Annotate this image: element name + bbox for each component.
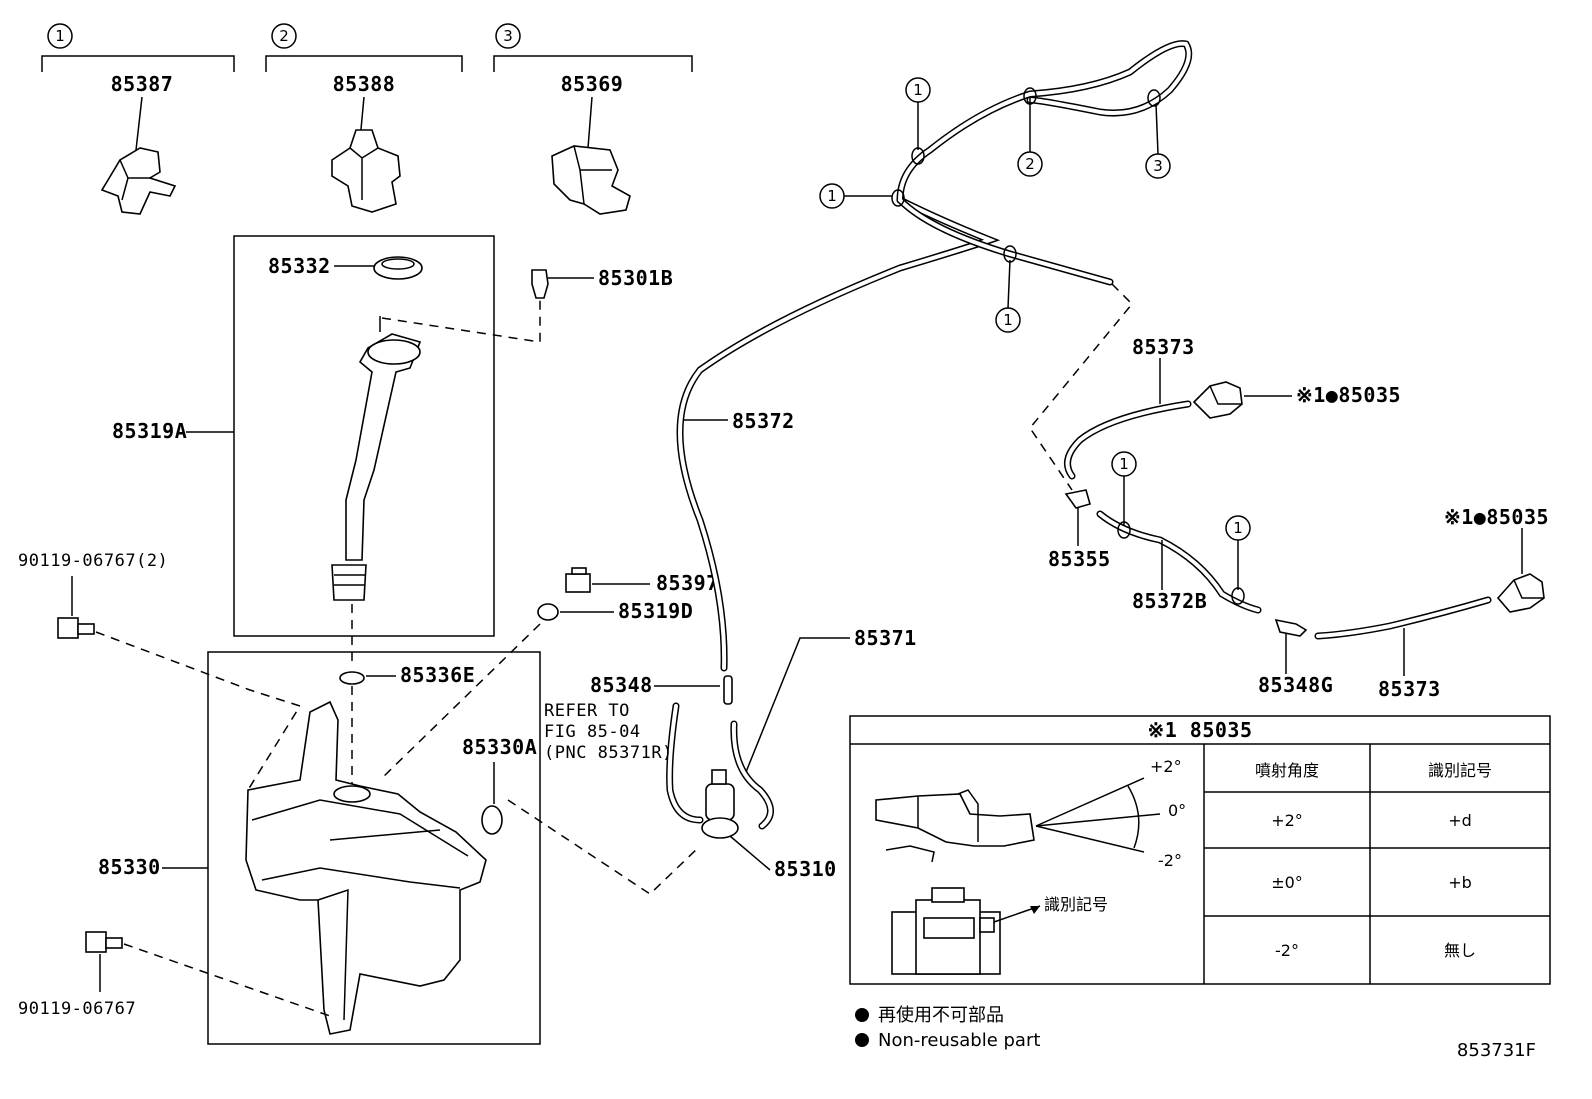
hose-85371 — [666, 702, 774, 830]
clip-marker-1: 1 — [913, 81, 923, 99]
label-85310: 85310 — [774, 857, 837, 881]
filler-cap-icon — [373, 256, 423, 280]
variant-1-num: 1 — [55, 27, 65, 45]
joint-85355-icon — [1064, 489, 1091, 509]
variant-3-part: 85369 — [561, 72, 624, 96]
variant-3: 3 85369 — [493, 23, 693, 215]
row-1-angle: +2° — [1271, 811, 1303, 830]
joint-85348-icon — [723, 675, 733, 705]
level-sensor-85397-icon — [565, 567, 591, 593]
angle-zero: 0° — [1168, 801, 1186, 820]
refer-line-1: REFER TO — [544, 701, 630, 721]
label-85348G: 85348G — [1258, 673, 1333, 697]
washer-pump-85310-icon — [701, 769, 739, 839]
detail-table-title: ※1 85035 — [1147, 718, 1252, 742]
row-3-mark: 無し — [1444, 941, 1476, 960]
label-85373-upper: 85373 — [1132, 335, 1195, 359]
clip-85301B-icon — [531, 269, 549, 299]
label-90119-06767: 90119-06767 — [18, 999, 136, 1019]
legend-dot-jp — [855, 1008, 869, 1022]
nozzle-detail-icon — [875, 793, 1035, 847]
variant-3-num: 3 — [503, 27, 513, 45]
hose-85373-lower — [1314, 596, 1492, 640]
grommet-85336E-icon — [339, 671, 365, 685]
clip-85387-icon — [100, 147, 177, 215]
joint-85348G-icon — [1274, 618, 1308, 637]
label-85373-lower: 85373 — [1378, 677, 1441, 701]
refer-line-3: (PNC 85371R) — [544, 743, 673, 763]
hose-85372B — [1096, 510, 1262, 614]
nozzle-detail-table: ※1 85035 噴射角度 識別記号 +2° +d ±0° +b -2° 無し … — [849, 715, 1551, 985]
label-85301B: 85301B — [598, 266, 673, 290]
id-mark-label: 識別記号 — [1044, 895, 1108, 914]
clip-marker-3: 2 — [1025, 155, 1035, 173]
figure-id: 853731F — [1457, 1040, 1536, 1061]
variant-1-part: 85387 — [111, 72, 174, 96]
variant-2: 2 85388 — [265, 23, 463, 213]
row-2-mark: +b — [1448, 873, 1472, 892]
variant-2-num: 2 — [279, 27, 289, 45]
legend-jp: 再使用不可部品 — [878, 1005, 1004, 1026]
bolt-lower-icon — [85, 931, 123, 953]
label-85371: 85371 — [854, 626, 917, 650]
clip-marker-2: 1 — [827, 187, 837, 205]
angle-plus2: +2° — [1150, 757, 1182, 776]
label-85319D: 85319D — [618, 599, 693, 623]
label-85332: 85332 — [268, 254, 331, 278]
label-85397: 85397 — [656, 571, 719, 595]
grommet-85330A-icon — [481, 805, 503, 835]
clip-85369-icon — [551, 145, 631, 215]
legend-dot-en — [855, 1033, 869, 1047]
row-1-mark: +d — [1448, 811, 1472, 830]
label-85319A: 85319A — [112, 419, 187, 443]
variant-2-part: 85388 — [333, 72, 396, 96]
hose-85373-upper — [1064, 400, 1192, 480]
label-85372B: 85372B — [1132, 589, 1207, 613]
nozzle-85035-lower-icon — [1496, 573, 1545, 613]
clip-marker-6: 1 — [1119, 455, 1129, 473]
washer-tank-icon — [245, 700, 487, 1035]
row-2-angle: ±0° — [1271, 873, 1303, 892]
nozzle-base-icon — [891, 887, 1001, 975]
bolt-upper-icon — [57, 617, 95, 639]
label-85035-upper: ※1●85035 — [1296, 383, 1401, 407]
grommet-85319D-icon — [537, 603, 559, 621]
col-header-angle: 噴射角度 — [1255, 761, 1319, 780]
nozzle-85035-upper-icon — [1192, 381, 1243, 419]
variant-1: 1 85387 — [41, 23, 235, 215]
refer-line-2: FIG 85-04 — [544, 722, 641, 742]
clip-marker-7: 1 — [1233, 519, 1243, 537]
filler-box — [233, 235, 495, 637]
label-85348: 85348 — [590, 673, 653, 697]
hose-upper-loop — [896, 40, 1193, 286]
clip-85388-icon — [331, 129, 401, 213]
label-85336E: 85336E — [400, 663, 475, 687]
label-85372: 85372 — [732, 409, 795, 433]
clip-marker-4: 3 — [1153, 157, 1163, 175]
clip-marker-5: 1 — [1003, 311, 1013, 329]
tank-box — [207, 651, 541, 1045]
label-85355: 85355 — [1048, 547, 1111, 571]
label-85035-lower: ※1●85035 — [1444, 505, 1549, 529]
hose-85372 — [676, 196, 1001, 672]
label-85330: 85330 — [98, 855, 161, 879]
angle-minus2: -2° — [1158, 851, 1182, 870]
label-85330A: 85330A — [462, 735, 537, 759]
col-header-mark: 識別記号 — [1428, 761, 1492, 780]
label-90119-06767-2: 90119-06767(2) — [18, 551, 168, 571]
legend-en: Non-reusable part — [878, 1030, 1040, 1051]
filler-pipe-icon — [345, 333, 422, 561]
row-3-angle: -2° — [1275, 941, 1299, 960]
